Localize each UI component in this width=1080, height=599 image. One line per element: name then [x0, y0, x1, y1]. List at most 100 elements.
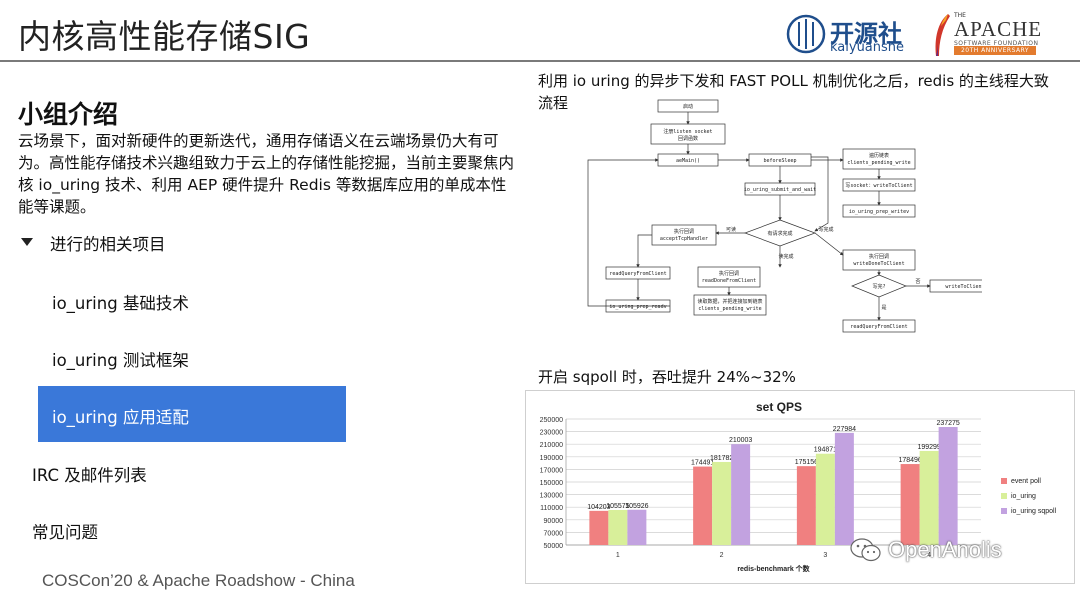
- y-tick-label: 210000: [540, 442, 563, 449]
- menu-item-io-uring-test-framework[interactable]: io_uring 测试框架: [52, 351, 189, 370]
- apache-foundation-label: SOFTWARE FOUNDATION: [954, 40, 1039, 47]
- menu-item-irc-mail-list[interactable]: IRC 及邮件列表: [32, 466, 147, 485]
- svg-text:writeDoneToClient: writeDoneToClient: [853, 261, 904, 267]
- title-divider: [0, 60, 1080, 62]
- chart-bar: [834, 432, 854, 545]
- menu-item-io-uring-basics[interactable]: io_uring 基础技术: [52, 294, 189, 313]
- y-tick-label: 230000: [540, 430, 563, 437]
- svg-text:执行回调: 执行回调: [719, 270, 739, 277]
- svg-text:执行回调: 执行回调: [674, 228, 694, 235]
- bar-data-label: 175156: [795, 459, 818, 466]
- chart-bar: [919, 450, 939, 545]
- chart-bar: [627, 509, 647, 545]
- legend-swatch: [1001, 493, 1007, 499]
- y-tick-label: 70000: [544, 530, 564, 537]
- svg-text:读取数据，并把连接加到链表: 读取数据，并把连接加到链表: [697, 298, 762, 305]
- y-tick-label: 170000: [540, 467, 563, 474]
- menu-item-faq[interactable]: 常见问题: [32, 523, 98, 542]
- bar-data-label: 237275: [936, 420, 959, 427]
- flow-node-label: io_uring_prep_writev: [849, 209, 909, 215]
- bar-data-label: 178496: [898, 457, 921, 464]
- flow-edge-label: 可读: [726, 226, 736, 233]
- chart-bar: [815, 453, 835, 545]
- flow-node-label: 写socket：writeToClient: [845, 183, 912, 189]
- x-tick-label: 3: [823, 552, 827, 559]
- chart-title: set QPS: [756, 400, 802, 414]
- flow-node-label: 写完?: [872, 283, 885, 290]
- y-tick-label: 50000: [544, 543, 564, 550]
- y-tick-label: 130000: [540, 493, 563, 500]
- svg-text:执行回调: 执行回调: [869, 253, 889, 260]
- apache-the-label: THE: [954, 12, 966, 19]
- caret-down-icon[interactable]: [21, 238, 33, 246]
- bar-data-label: 227984: [833, 426, 856, 433]
- qps-bar-chart: set QPS 50000 70000 90000 110000 130000 150000…: [540, 400, 1057, 573]
- chart-bar: [938, 427, 958, 545]
- chart-bar: [693, 466, 713, 545]
- redis-main-thread-flowchart: 启动 注册listen socket 回调函数 aeMain() beforeS…: [568, 95, 982, 348]
- svg-text:clients_pending_write: clients_pending_write: [698, 306, 761, 312]
- kaiyuanshe-logo-sub: kaiyuanshe: [830, 40, 905, 55]
- apache-logo-name: APACHE: [954, 17, 1043, 41]
- bar-data-label: 210003: [729, 437, 752, 444]
- apache-feather-icon: [935, 14, 950, 56]
- y-tick-label: 110000: [540, 505, 563, 512]
- flow-node-label: writeToClient: [945, 284, 982, 290]
- chart-bar: [712, 461, 732, 545]
- flow-node-label: io_uring_submit_and_wait: [744, 187, 816, 193]
- svg-text:acceptTcpHandler: acceptTcpHandler: [660, 236, 708, 242]
- qps-chart-frame: set QPS 50000 70000 90000 110000 130000 150000…: [525, 390, 1075, 584]
- legend-label: io_uring sqpoll: [1011, 508, 1057, 515]
- legend-label: io_uring: [1011, 493, 1036, 500]
- bar-data-label: 104203: [587, 504, 610, 511]
- x-axis-label: redis-benchmark 个数: [737, 564, 810, 573]
- flow-node-label: io_uring_prep_readv: [609, 304, 666, 310]
- y-tick-label: 190000: [540, 455, 563, 462]
- svg-text:readDoneFromClient: readDoneFromClient: [702, 278, 756, 284]
- projects-heading[interactable]: 进行的相关项目: [50, 235, 166, 254]
- page-title: 内核高性能存储SIG: [18, 17, 311, 56]
- intro-paragraph: 云场景下，面对新硬件的更新迭代，通用存储语义在云端场景仍大有可为。高性能存储技术…: [18, 132, 515, 216]
- x-tick-label: 4: [927, 552, 931, 559]
- chart-bar: [731, 444, 751, 545]
- svg-text:注册listen socket: 注册listen socket: [663, 128, 712, 135]
- bar-data-label: 105926: [625, 503, 648, 510]
- sqpoll-text: 开启 sqpoll 时，吞吐提升 24%~32%: [538, 368, 796, 386]
- x-tick-label: 2: [720, 552, 724, 559]
- flow-edge-label: 否: [915, 279, 920, 285]
- bar-data-label: 194871: [814, 447, 837, 454]
- chart-bar: [589, 510, 609, 545]
- footer-event-label: COSCon’20 & Apache Roadshow - China: [42, 571, 355, 590]
- flow-node-label: beforeSleep: [763, 158, 796, 164]
- apache-anniversary-badge: 20TH ANNIVERSARY: [954, 46, 1036, 55]
- y-tick-label: 150000: [540, 480, 563, 487]
- kaiyuanshe-logo-name: 开源社: [830, 20, 902, 48]
- bar-data-label: 199299: [917, 444, 940, 451]
- watermark-label: OpenAnolis: [888, 537, 1002, 562]
- flow-edge-label: 是: [881, 305, 886, 311]
- flow-edge-label: 写完成: [818, 226, 833, 233]
- chart-bar: [608, 509, 628, 545]
- y-tick-label: 90000: [544, 518, 564, 525]
- flow-node-label: 有请求完成: [767, 230, 792, 237]
- chart-bar: [796, 466, 816, 545]
- svg-text:clients_pending_write: clients_pending_write: [847, 160, 910, 166]
- legend-label: event poll: [1011, 478, 1041, 485]
- menu-item-active-highlight[interactable]: [38, 386, 346, 442]
- flow-edge-label: 读完成: [778, 253, 793, 260]
- y-tick-label: 250000: [540, 417, 563, 424]
- kaiyuanshe-logo-icon: [786, 14, 826, 54]
- bar-data-label: 181782: [710, 455, 733, 462]
- svg-text:遍历链表: 遍历链表: [869, 152, 889, 159]
- x-tick-label: 1: [616, 552, 620, 559]
- legend-swatch: [1001, 508, 1007, 514]
- flow-node-label: aeMain(): [676, 158, 700, 164]
- chart-bar: [900, 464, 920, 545]
- legend-swatch: [1001, 478, 1007, 484]
- flow-node-label: 启动: [683, 103, 693, 110]
- bar-data-label: 174491: [691, 460, 714, 467]
- svg-text:回调函数: 回调函数: [678, 135, 698, 142]
- section-title: 小组介绍: [18, 100, 119, 129]
- wechat-icon: [850, 538, 881, 562]
- menu-item-io-uring-app-adaptation[interactable]: io_uring 应用适配: [52, 408, 189, 427]
